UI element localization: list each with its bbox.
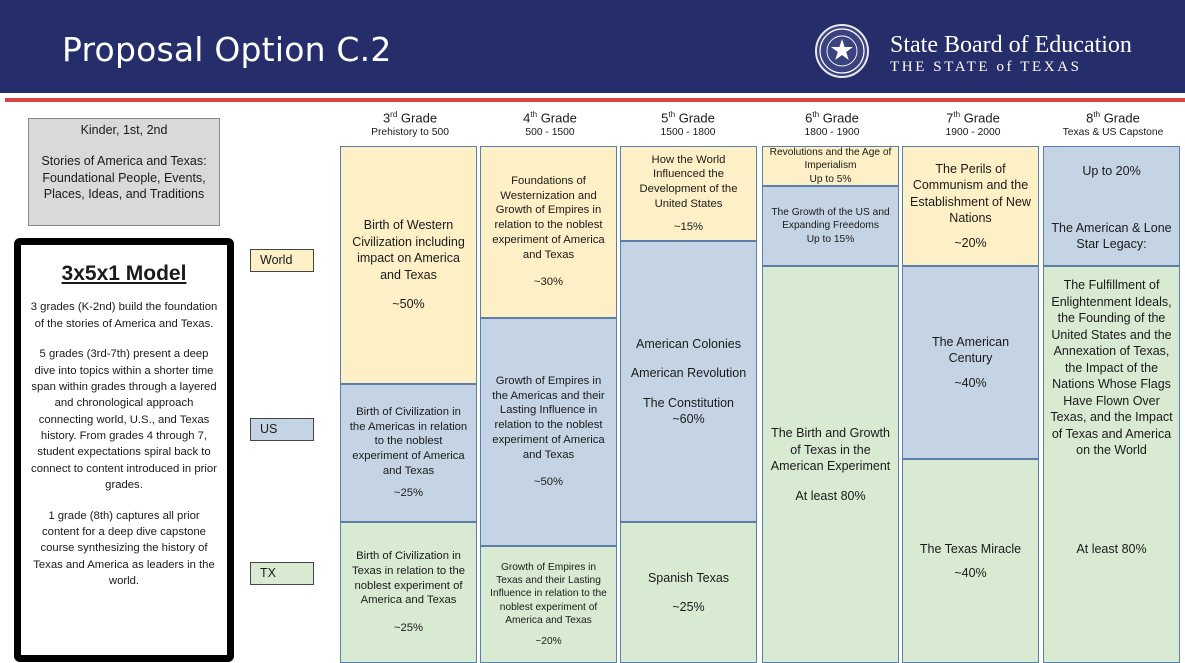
grade-range: 500 - 1500 [525,126,575,138]
cell-world: The Perils of Communism and the Establis… [902,146,1039,266]
cell-us: Up to 20% The American & Lone Star Legac… [1043,146,1180,266]
org-subtitle: THE STATE of TEXAS [890,59,1082,75]
texas-seal-icon [815,24,869,78]
cell-percent: ~20% [535,635,562,647]
grade-name: 3rd Grade [382,110,438,126]
grade-header-5: 5th Grade 1500 - 1800 [617,110,759,139]
cell-text: Growth of Empires in the Americas and th… [492,375,605,461]
level-tag-tx: TX [250,562,314,585]
cell-text: The Texas Miracle [919,541,1022,556]
level-tag-world: World [250,249,314,272]
cell-percent: ~50% [392,297,425,312]
cell-text: Birth of Western Civilization including … [352,218,465,282]
cell-percent: Up to 5% [809,173,852,185]
grade-column-5: How the World Influenced the Development… [620,146,757,663]
cell-us: The American Century ~40% [902,266,1039,459]
cell-text: Birth of Civilization in Texas in relati… [351,550,466,607]
kinder-box: Kinder, 1st, 2nd Stories of America and … [28,118,220,226]
org-name: State Board of Education [890,32,1132,58]
cell-percent: ~40% [954,375,987,390]
cell-percent: ~20% [954,235,987,250]
grade-column-3: Birth of Western Civilization including … [340,146,477,663]
cell-percent: At least 80% [1076,541,1147,556]
cell-percent: ~50% [533,476,564,489]
cell-us: Growth of Empires in the Americas and th… [480,318,617,546]
cell-percent: ~25% [393,487,424,500]
page-title: Proposal Option C.2 [62,30,392,69]
cell-text-revolution: American Revolution [630,366,747,380]
cell-text: Spanish Texas [647,570,730,585]
cell-tx: Spanish Texas ~25% [620,522,757,663]
grade-name: 7th Grade [946,110,1000,126]
grade-name: 6th Grade [805,110,859,126]
cell-percent: ~60% [672,412,705,426]
grade-header-6: 6th Grade 1800 - 1900 [761,110,903,139]
divider-rule [5,98,1185,102]
model-paragraph-1: 3 grades (K-2nd) build the foundation of… [30,301,218,330]
cell-percent: Up to 15% [806,233,855,245]
cell-tx: The Birth and Growth of Texas in the Ame… [762,266,899,663]
grade-column-6: Revolutions and the Age of Imperialism U… [762,146,899,663]
cell-tx: The Fulfillment of Enlightenment Ideals,… [1043,266,1180,663]
cell-percent: At least 80% [795,488,866,503]
cell-text: The American & Lone Star Legacy: [1051,220,1172,252]
cell-text-constitution: The Constitution [642,395,735,410]
cell-percent: ~30% [533,276,564,289]
model-title: 3x5x1 Model [61,262,187,285]
level-tag-us: US [250,418,314,441]
model-box: 3x5x1 Model 3 grades (K-2nd) build the f… [14,238,234,662]
grade-header-4: 4th Grade 500 - 1500 [479,110,621,139]
cell-world: How the World Influenced the Development… [620,146,757,241]
cell-us: American Colonies American Revolution Th… [620,241,757,522]
cell-tx: The Texas Miracle ~40% [902,459,1039,663]
kinder-grades: Kinder, 1st, 2nd [80,123,168,137]
model-paragraph-3: 1 grade (8th) captures all prior content… [33,509,215,588]
cell-text: The Growth of the US and Expanding Freed… [771,207,890,232]
grade-range: 1800 - 1900 [804,126,860,138]
cell-percent: ~25% [393,622,424,634]
cell-text-colonies: American Colonies [636,336,741,351]
grade-header-7: 7th Grade 1900 - 2000 [902,110,1044,139]
cell-us: Birth of Civilization in the Americas in… [340,384,477,522]
grade-name: 8th Grade [1086,110,1140,126]
cell-us: The Growth of the US and Expanding Freed… [762,186,899,266]
cell-percent: Up to 20% [1082,164,1141,178]
grade-header-8: 8th Grade Texas & US Capstone [1042,110,1184,139]
cell-world: Foundations of Westernization and Growth… [480,146,617,318]
cell-percent: ~40% [954,566,987,580]
cell-text: How the World Influenced the Development… [639,153,738,210]
grade-column-4: Foundations of Westernization and Growth… [480,146,617,663]
cell-percent: ~25% [672,600,705,614]
grade-name: 4th Grade [523,110,577,126]
cell-tx: Birth of Civilization in Texas in relati… [340,522,477,663]
kinder-description: Stories of America and Texas: Foundation… [41,154,207,201]
cell-text: Revolutions and the Age of Imperialism [769,147,892,172]
grade-header-3: 3rd Grade Prehistory to 500 [339,110,481,139]
cell-tx: Growth of Empires in Texas and their Las… [480,546,617,663]
header-banner: Proposal Option C.2 State Board of Educa… [0,0,1185,93]
cell-world: Birth of Western Civilization including … [340,146,477,384]
grade-range: Texas & US Capstone [1062,126,1164,138]
grade-range: 1900 - 2000 [945,126,1001,138]
grade-range: Prehistory to 500 [371,126,449,138]
cell-text: The Fulfillment of Enlightenment Ideals,… [1050,278,1173,457]
cell-text: Foundations of Westernization and Growth… [492,175,605,261]
cell-world: Revolutions and the Age of Imperialism U… [762,146,899,186]
grade-range: 1500 - 1800 [660,126,716,138]
grade-name: 5th Grade [661,110,715,126]
cell-percent: ~15% [673,220,704,233]
model-paragraph-2: 5 grades (3rd-7th) present a deep dive i… [31,348,217,492]
grade-column-7: The Perils of Communism and the Establis… [902,146,1039,663]
cell-text: Birth of Civilization in the Americas in… [349,405,468,477]
cell-text: The American Century [931,334,1010,366]
cell-text: Growth of Empires in Texas and their Las… [490,562,607,626]
cell-text: The Birth and Growth of Texas in the Ame… [770,426,891,473]
cell-text: The Perils of Communism and the Establis… [910,161,1031,226]
grade-column-8: Up to 20% The American & Lone Star Legac… [1043,146,1180,663]
